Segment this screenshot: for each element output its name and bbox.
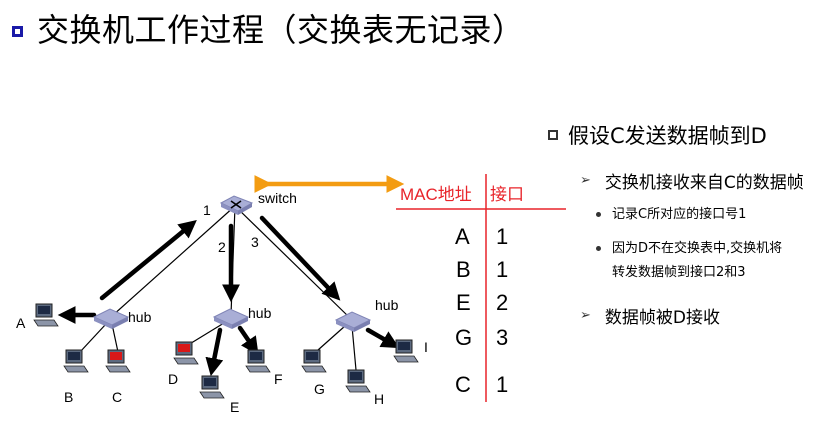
switch-table: MAC地址 接口 A 1 B 1 E 2 G 3 C 1 bbox=[396, 174, 566, 402]
bullet-sub1-text: 交换机接收来自C的数据帧 bbox=[604, 173, 804, 193]
host-e-computer-icon bbox=[199, 375, 225, 399]
table-mac-cell: G bbox=[455, 325, 472, 350]
host-h-computer-icon bbox=[345, 369, 371, 393]
table-port-cell: 1 bbox=[496, 224, 508, 249]
link-hub1-b bbox=[79, 323, 107, 353]
link-hub2-d bbox=[187, 322, 225, 346]
bullet-sub2: ➢ 数据帧被D接收 bbox=[580, 303, 828, 328]
host-b-label: B bbox=[64, 389, 73, 405]
bullet-sub1-item-line: 转发数据帧到接口2和3 bbox=[612, 265, 746, 280]
arrow-hub3-to-i bbox=[365, 327, 400, 349]
host-h-label: H bbox=[374, 391, 384, 407]
bullet-sub1-item: 因为D不在交换表中,交换机将 转发数据帧到接口2和3 bbox=[596, 237, 828, 285]
host-e-label: E bbox=[230, 399, 239, 415]
host-c-label: C bbox=[112, 389, 122, 405]
page-title: 交换机工作过程（交换表无记录） bbox=[37, 11, 525, 49]
port-3-label: 3 bbox=[251, 234, 259, 250]
arrow-hub2-to-f bbox=[237, 325, 259, 356]
hub-3-icon bbox=[334, 311, 372, 332]
table-port-cell: 1 bbox=[496, 257, 508, 282]
link-hub3-h bbox=[351, 325, 357, 371]
link-hub1-c bbox=[111, 323, 119, 353]
host-i-label: I bbox=[424, 339, 428, 355]
arrow-hub1-to-switch bbox=[99, 219, 197, 301]
arrow-switch-to-hub3 bbox=[259, 215, 341, 301]
host-i-computer-icon bbox=[393, 339, 419, 363]
switch-label: switch bbox=[258, 190, 297, 206]
host-g-label: G bbox=[314, 381, 325, 397]
host-d-label: D bbox=[168, 371, 178, 387]
title-bullet-icon bbox=[12, 25, 23, 37]
bullet-sub1: ➢ 交换机接收来自C的数据帧 bbox=[580, 168, 828, 193]
host-d-computer-icon bbox=[173, 341, 199, 365]
host-f-label: F bbox=[274, 371, 283, 387]
hub-1-label: hub bbox=[128, 309, 152, 325]
link-hub3-g bbox=[317, 325, 346, 351]
bullet-sub1-item-line: 因为D不在交换表中,交换机将 bbox=[612, 241, 783, 256]
host-c-computer-icon bbox=[105, 349, 131, 373]
bullet-sub1-item: 记录C所对应的接口号1 bbox=[596, 203, 828, 227]
table-port-cell: 3 bbox=[496, 325, 508, 350]
port-2-label: 2 bbox=[218, 239, 226, 255]
title-row: 交换机工作过程（交换表无记录） bbox=[12, 6, 525, 50]
bullet-sub1-item-text: 记录C所对应的接口号1 bbox=[612, 207, 747, 222]
arrow-bullet-icon: ➢ bbox=[580, 173, 591, 188]
host-g-computer-icon bbox=[301, 349, 327, 373]
table-header-mac: MAC地址 bbox=[400, 185, 472, 204]
port-1-label: 1 bbox=[203, 202, 211, 218]
hub-1-icon bbox=[92, 308, 130, 329]
bullet-panel: 假设C发送数据帧到D ➢ 交换机接收来自C的数据帧 记录C所对应的接口号1 因为… bbox=[548, 120, 828, 328]
bullet-sub2-text: 数据帧被D接收 bbox=[604, 308, 720, 328]
host-a-label: A bbox=[16, 315, 26, 331]
table-mac-cell: A bbox=[455, 224, 470, 249]
table-mac-cell: E bbox=[456, 290, 471, 315]
link-switch-hub1 bbox=[111, 205, 236, 317]
hub-2-label: hub bbox=[248, 305, 272, 321]
switch-icon bbox=[219, 195, 254, 215]
table-port-cell: 2 bbox=[496, 290, 508, 315]
table-mac-cell: B bbox=[456, 257, 471, 282]
square-bullet-icon bbox=[548, 130, 558, 140]
hub-3-label: hub bbox=[375, 297, 399, 313]
table-mac-cell: C bbox=[455, 372, 471, 397]
link-switch-hub3 bbox=[234, 205, 351, 319]
table-header-port: 接口 bbox=[490, 185, 524, 204]
forwarding-arrows bbox=[57, 215, 400, 377]
host-b-computer-icon bbox=[63, 349, 89, 373]
arrow-hub2-to-e bbox=[205, 327, 224, 377]
bullet-main: 假设C发送数据帧到D bbox=[548, 120, 828, 150]
arrow-bullet-icon: ➢ bbox=[580, 308, 591, 323]
table-port-cell: 1 bbox=[496, 372, 508, 397]
host-f-computer-icon bbox=[245, 349, 271, 373]
bullet-main-text: 假设C发送数据帧到D bbox=[568, 124, 767, 148]
host-a-computer-icon bbox=[33, 303, 59, 327]
hub-2-icon bbox=[212, 308, 250, 329]
